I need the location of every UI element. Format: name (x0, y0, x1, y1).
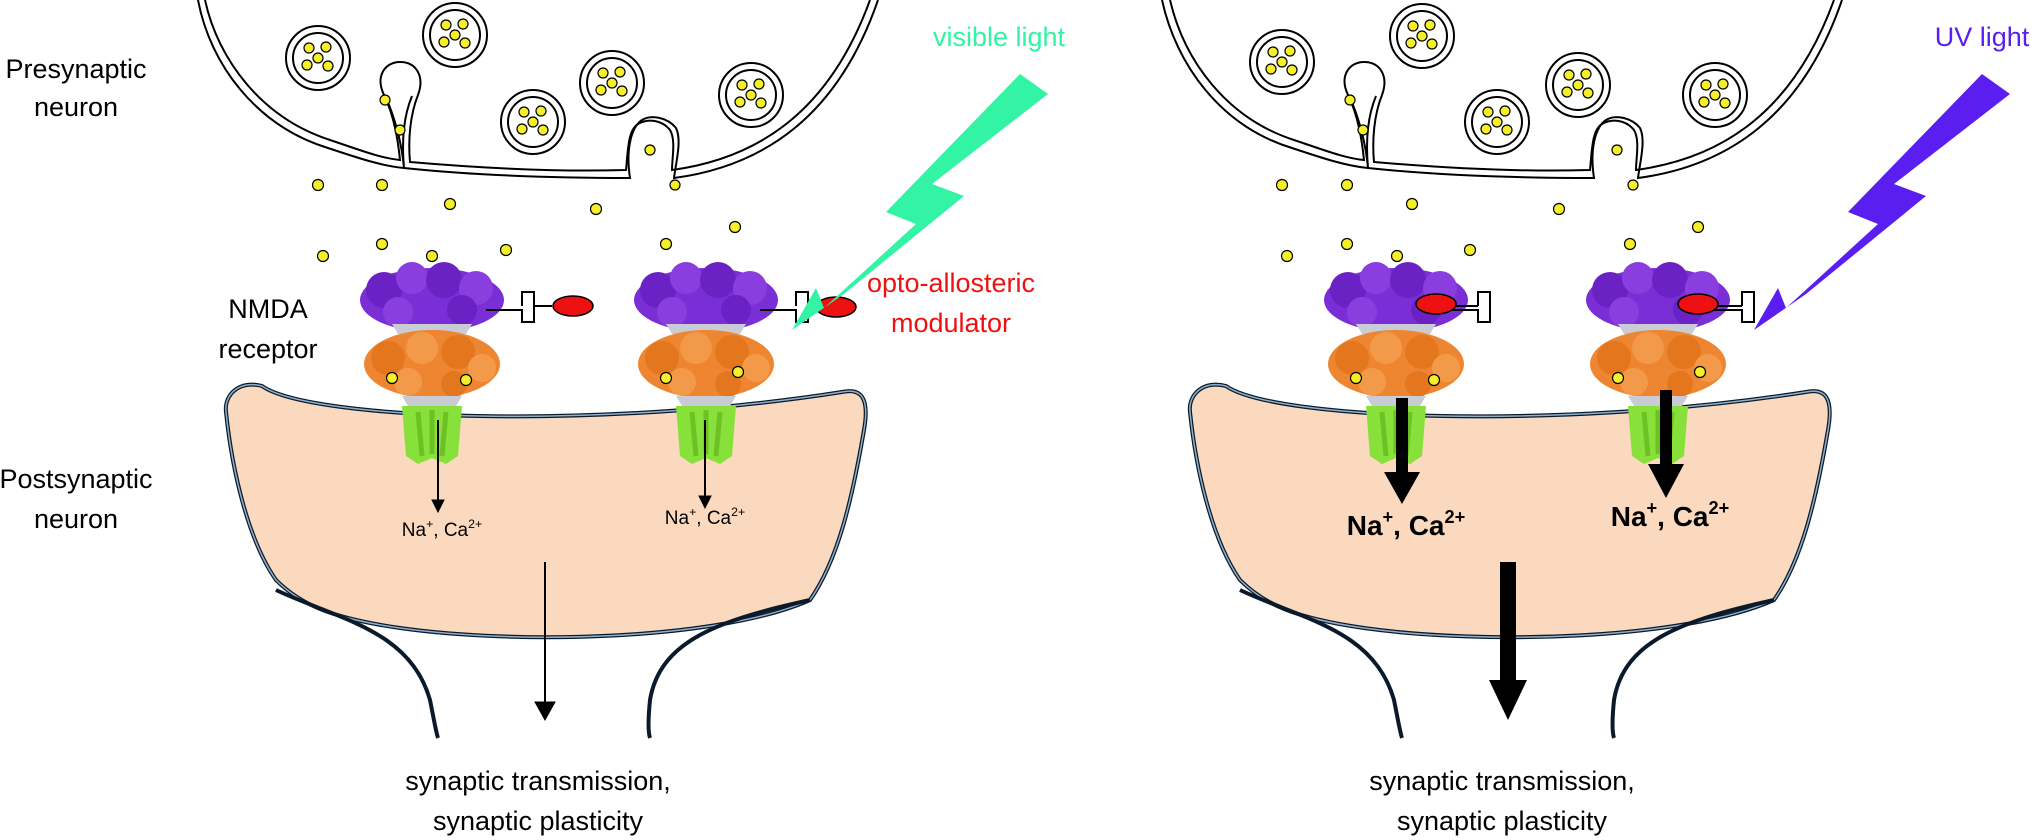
presynaptic-label-line2: neuron (34, 92, 118, 122)
vesicle (1249, 29, 1315, 95)
neurotransmitter-dots (311, 94, 742, 263)
output-label-line2: synaptic plasticity (1397, 806, 1608, 836)
uv-light-label: UV light (1935, 22, 2030, 52)
bound-ligand-dots (385, 365, 745, 387)
bound-ligand-dots (1349, 365, 1707, 387)
ion-label: Na+, Ca2+ (665, 505, 745, 529)
vesicle (579, 50, 645, 116)
postsynaptic-label-line2: neuron (34, 504, 118, 534)
ion-label: Na+, Ca2+ (1611, 498, 1730, 532)
vesicle (1389, 3, 1455, 69)
vesicle (1682, 62, 1748, 128)
ion-flow-arrow (1384, 390, 1684, 720)
nmda-label-line2: receptor (218, 334, 317, 364)
vesicle (285, 25, 351, 91)
visible-light-label: visible light (933, 22, 1066, 52)
vesicle (500, 89, 566, 155)
left-panel (197, 0, 1048, 739)
modulator-label-line2: modulator (891, 308, 1011, 338)
postsynaptic-label-line1: Postsynaptic (0, 464, 153, 494)
vesicle (1464, 89, 1530, 155)
output-label-line1: synaptic transmission, (405, 766, 671, 796)
output-label-line1: synaptic transmission, (1369, 766, 1635, 796)
uv-light-bolt-icon (1754, 74, 2010, 330)
right-panel (1161, 0, 2010, 739)
opto-allosteric-modulator (486, 291, 857, 323)
nmda-label-line1: NMDA (228, 294, 308, 324)
opto-allosteric-modulator (1415, 291, 1755, 323)
modulator-label-line1: opto-allosteric (867, 268, 1035, 298)
ion-flow-arrow (431, 420, 712, 722)
vesicle (422, 2, 488, 68)
vesicle (718, 62, 784, 128)
presynaptic-terminal (1161, 0, 1843, 180)
ion-label: Na+, Ca2+ (402, 517, 482, 541)
presynaptic-label-line1: Presynaptic (5, 54, 146, 84)
neurotransmitter-dots (1275, 94, 1705, 263)
presynaptic-terminal (197, 0, 879, 180)
ion-label: Na+, Ca2+ (1347, 507, 1466, 541)
output-label-line2: synaptic plasticity (433, 806, 644, 836)
vesicle (1545, 52, 1611, 118)
